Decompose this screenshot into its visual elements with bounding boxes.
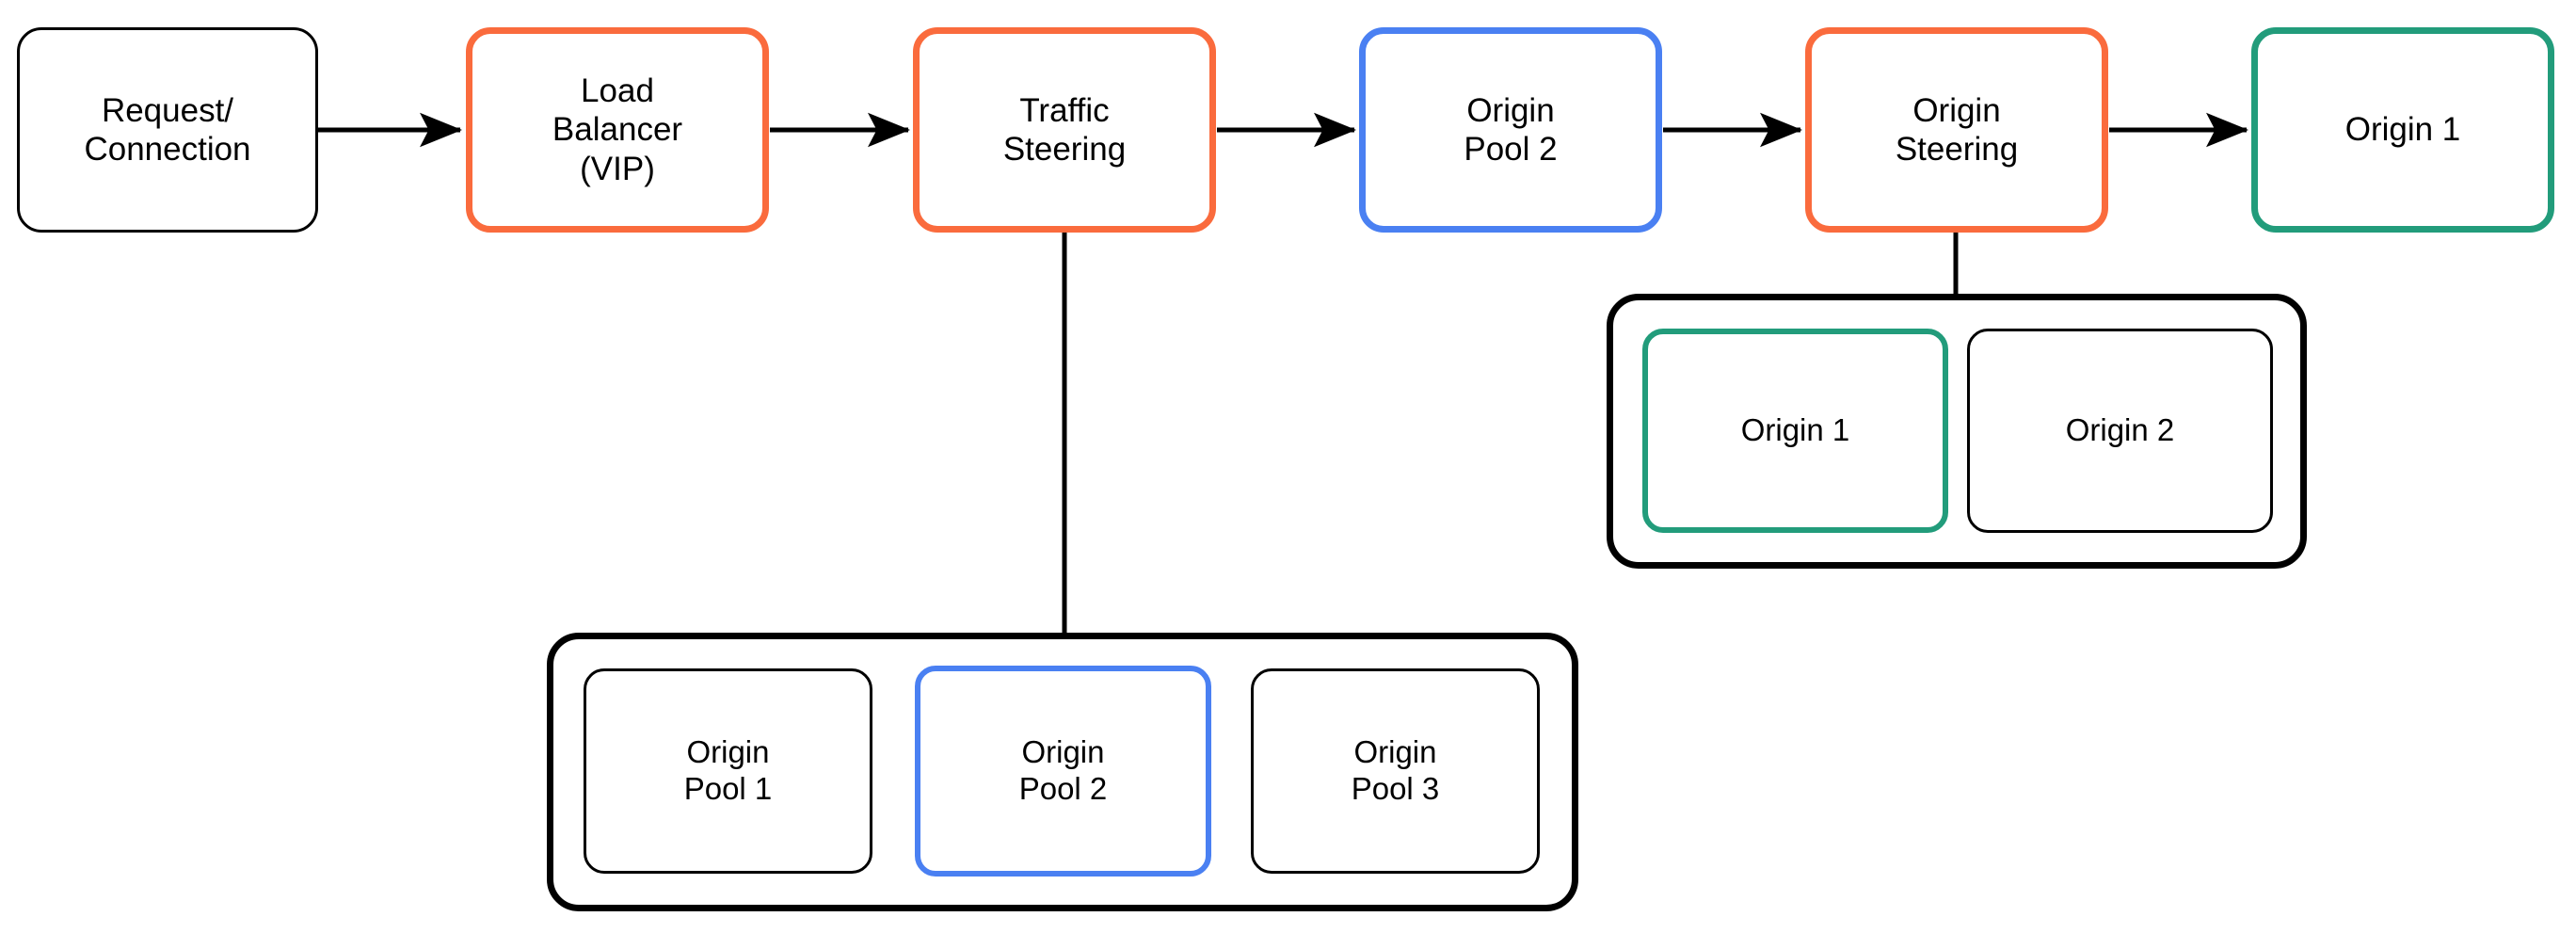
node-label: Origin Steering: [1895, 91, 2019, 168]
node-label: Request/ Connection: [84, 91, 251, 168]
chip-label: Origin Pool 2: [1018, 734, 1108, 806]
chip-label: Origin Pool 1: [683, 734, 773, 806]
chip-label: Origin 1: [1740, 412, 1850, 448]
chip-origin-1[interactable]: Origin 1: [1642, 329, 1948, 533]
chip-origin-pool-3[interactable]: Origin Pool 3: [1251, 668, 1540, 874]
node-traffic-steering[interactable]: Traffic Steering: [913, 27, 1216, 233]
node-label: Origin Pool 2: [1464, 91, 1558, 168]
chip-label: Origin Pool 3: [1351, 734, 1440, 806]
node-origin-1[interactable]: Origin 1: [2251, 27, 2554, 233]
chip-label: Origin 2: [2065, 412, 2175, 448]
node-label: Origin 1: [2344, 111, 2461, 149]
node-label: Load Balancer (VIP): [552, 72, 683, 187]
node-origin-steering[interactable]: Origin Steering: [1805, 27, 2108, 233]
chip-origin-pool-2[interactable]: Origin Pool 2: [915, 666, 1211, 877]
node-origin-pool-2[interactable]: Origin Pool 2: [1359, 27, 1662, 233]
node-request-connection[interactable]: Request/ Connection: [17, 27, 318, 233]
chip-origin-pool-1[interactable]: Origin Pool 1: [584, 668, 872, 874]
chip-origin-2[interactable]: Origin 2: [1967, 329, 2273, 533]
node-load-balancer[interactable]: Load Balancer (VIP): [466, 27, 769, 233]
node-label: Traffic Steering: [1002, 91, 1127, 168]
